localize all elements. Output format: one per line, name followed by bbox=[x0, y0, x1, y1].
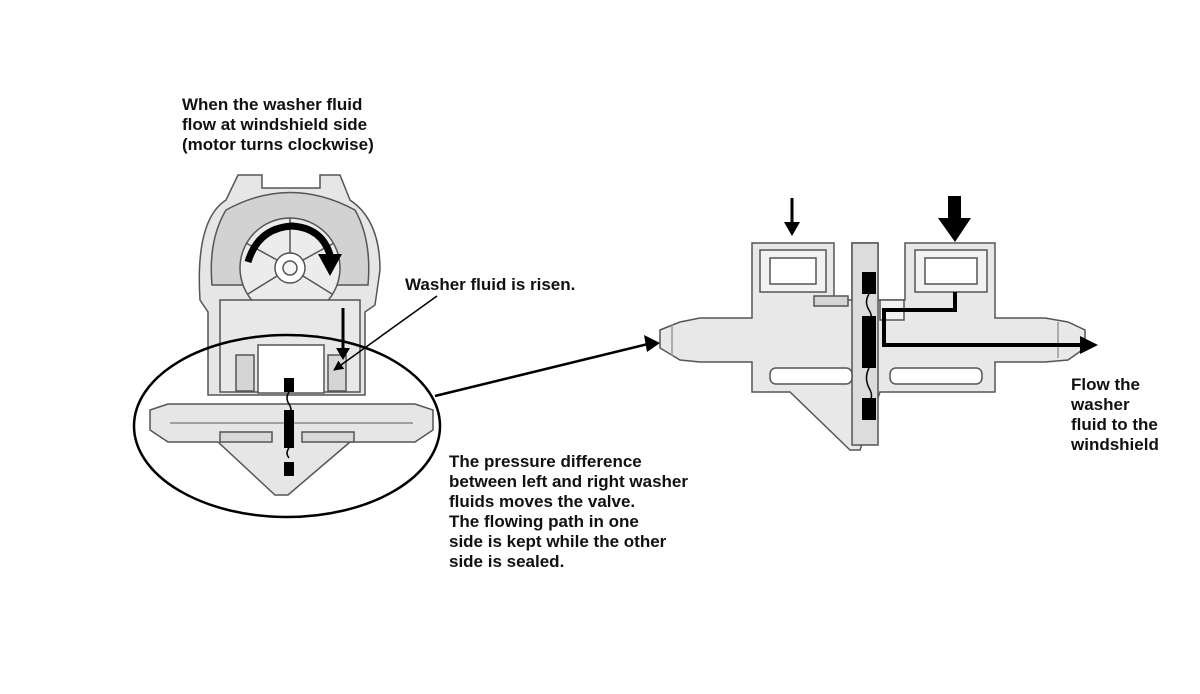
flow-callout-line: fluid to the bbox=[1071, 415, 1158, 434]
risen-callout: Washer fluid is risen. bbox=[405, 275, 575, 295]
title-label: When the washer fluid flow at windshield… bbox=[182, 95, 374, 155]
pressure-callout-line: The flowing path in one bbox=[449, 512, 639, 531]
rotation-arrowhead-icon bbox=[318, 254, 342, 276]
right-valve bbox=[862, 272, 876, 420]
pressure-callout-line: side is sealed. bbox=[449, 552, 565, 571]
flow-outlet-arrowhead-icon bbox=[1080, 336, 1098, 354]
flow-callout-line: washer bbox=[1071, 395, 1130, 414]
pressure-callout-line: side is kept while the other bbox=[449, 532, 667, 551]
risen-leader-line bbox=[333, 295, 438, 371]
small-inlet-arrowhead-icon bbox=[784, 222, 800, 236]
large-inlet-arrow-icon bbox=[948, 196, 961, 220]
rotation-arrow-icon bbox=[244, 222, 334, 264]
fluid-down-arrowhead-icon bbox=[336, 348, 350, 360]
zoom-connector-arrowhead-icon bbox=[644, 335, 660, 352]
pressure-callout: The pressure difference between left and… bbox=[449, 452, 688, 572]
left-valve bbox=[284, 378, 294, 476]
title-line: flow at windshield side bbox=[182, 115, 368, 134]
flow-callout-line: windshield bbox=[1071, 435, 1159, 454]
pressure-callout-line: between left and right washer bbox=[449, 472, 688, 491]
title-line: When the washer fluid bbox=[182, 95, 363, 114]
flow-callout: Flow the washer fluid to the windshield bbox=[1071, 375, 1159, 455]
title-line: (motor turns clockwise) bbox=[182, 135, 374, 154]
flow-path-line bbox=[882, 292, 1082, 347]
risen-callout-text: Washer fluid is risen. bbox=[405, 275, 576, 294]
pressure-callout-line: The pressure difference bbox=[449, 452, 642, 471]
detail-circle bbox=[132, 333, 442, 519]
pressure-callout-line: fluids moves the valve. bbox=[449, 492, 636, 511]
large-inlet-arrowhead-icon bbox=[938, 218, 971, 242]
flow-callout-line: Flow the bbox=[1071, 375, 1140, 394]
zoom-connector-arrow bbox=[434, 342, 649, 398]
